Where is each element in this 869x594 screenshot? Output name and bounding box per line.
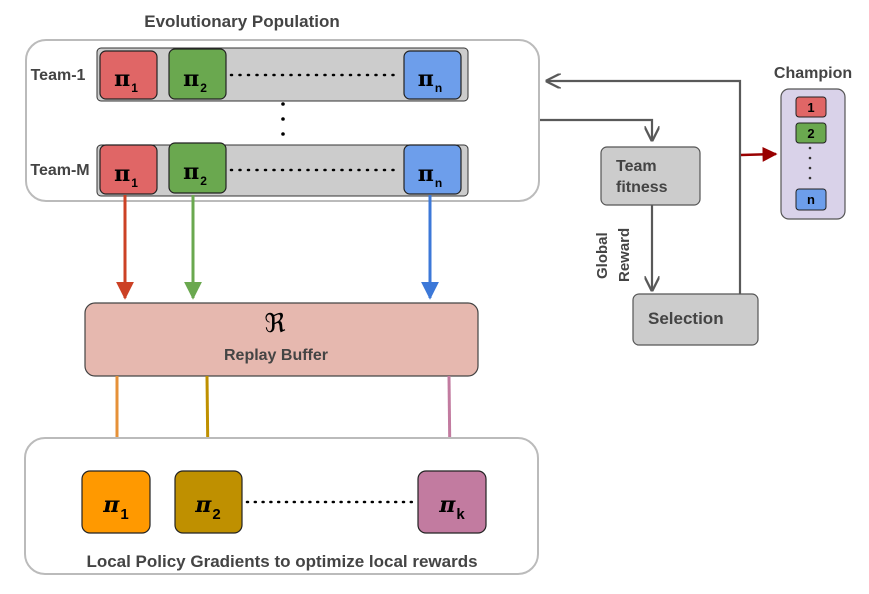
champion-item[interactable]: 2 bbox=[795, 122, 827, 144]
policy-index: n bbox=[435, 176, 442, 190]
team-ellipsis bbox=[281, 102, 285, 136]
local-container bbox=[24, 437, 539, 575]
svg-text:πn: πn bbox=[418, 161, 442, 190]
population-title: Evolutionary Population bbox=[144, 12, 340, 31]
svg-text:π1: π1 bbox=[114, 66, 138, 95]
pi-symbol: π bbox=[418, 161, 434, 187]
policy-index: 1 bbox=[120, 506, 128, 523]
svg-text:π1: π1 bbox=[114, 161, 138, 190]
replay-buffer[interactable]: ℜ Replay Buffer bbox=[84, 302, 479, 377]
team-fitness-line2: fitness bbox=[616, 179, 668, 196]
pi-symbol: π bbox=[114, 66, 130, 92]
champion-item[interactable]: 1 bbox=[795, 96, 827, 118]
local-caption: Local Policy Gradients to optimize local… bbox=[86, 552, 477, 571]
evolutionary-population: Evolutionary Population Team-1 π1 π2 πn bbox=[25, 12, 540, 202]
global-reward-line1: Global bbox=[594, 232, 611, 279]
policy-index: 2 bbox=[200, 174, 207, 188]
pi-symbol: π bbox=[183, 66, 199, 92]
champion-title: Champion bbox=[774, 65, 852, 82]
pi-symbol: π bbox=[114, 161, 130, 187]
policy-box[interactable]: π2 bbox=[168, 142, 227, 194]
policy-index: 1 bbox=[131, 176, 138, 190]
policy-index: 1 bbox=[131, 81, 138, 95]
pi-symbol: π bbox=[194, 492, 212, 518]
champion-container bbox=[780, 88, 846, 220]
policy-box[interactable]: π1 bbox=[99, 50, 158, 100]
policy-index: k bbox=[456, 506, 465, 523]
pi-symbol: π bbox=[438, 492, 456, 518]
svg-text:π2: π2 bbox=[194, 492, 220, 523]
global-reward-line2: Reward bbox=[616, 228, 633, 282]
policy-index: 2 bbox=[212, 506, 220, 523]
champion-item[interactable]: n bbox=[795, 188, 827, 211]
pi-symbol: π bbox=[102, 492, 120, 518]
selection-label: Selection bbox=[648, 309, 724, 328]
arrow-to-champion bbox=[740, 146, 778, 162]
local-policies: π1 π2 πk Local Policy Gradients to optim… bbox=[24, 437, 539, 575]
svg-text:πn: πn bbox=[418, 66, 442, 95]
policy-box[interactable]: π2 bbox=[168, 48, 227, 100]
policy-box[interactable]: πn bbox=[403, 144, 462, 195]
replay-buffer-label: Replay Buffer bbox=[224, 347, 328, 364]
svg-text:π1: π1 bbox=[102, 492, 128, 523]
policy-box[interactable]: πn bbox=[403, 50, 462, 100]
pi-symbol: π bbox=[418, 66, 434, 92]
team-fitness-line1: Team bbox=[616, 158, 657, 175]
global-reward-label: Global Reward bbox=[594, 228, 633, 282]
team-fitness-box[interactable]: Team fitness bbox=[600, 146, 701, 206]
team-label: Team-M bbox=[30, 162, 89, 179]
svg-text:π2: π2 bbox=[183, 66, 207, 95]
local-policy-box[interactable]: π2 bbox=[174, 470, 243, 534]
policy-box[interactable]: π1 bbox=[99, 144, 158, 195]
champion-item-label: n bbox=[807, 192, 815, 207]
champion-item-label: 2 bbox=[807, 126, 814, 141]
arrow-to-fitness bbox=[540, 118, 652, 140]
policy-index: 2 bbox=[200, 81, 207, 95]
champion: Champion 1 2 n bbox=[774, 65, 852, 220]
local-policy-box[interactable]: πk bbox=[417, 470, 487, 534]
team-row[interactable]: Team-M π1 π2 πn bbox=[30, 142, 469, 197]
svg-text:πk: πk bbox=[438, 492, 465, 523]
pi-symbol: π bbox=[183, 159, 199, 185]
team-row[interactable]: Team-1 π1 π2 πn bbox=[31, 47, 469, 102]
local-policy-box[interactable]: π1 bbox=[81, 470, 151, 534]
svg-text:π2: π2 bbox=[183, 159, 207, 188]
selection-box[interactable]: Selection bbox=[632, 293, 759, 346]
champion-item-label: 1 bbox=[807, 100, 814, 115]
arrow-selection-to-population bbox=[547, 81, 742, 294]
champion-ellipsis bbox=[808, 146, 812, 180]
team-label: Team-1 bbox=[31, 67, 86, 84]
policy-index: n bbox=[435, 81, 442, 95]
replay-symbol: ℜ bbox=[264, 309, 285, 339]
